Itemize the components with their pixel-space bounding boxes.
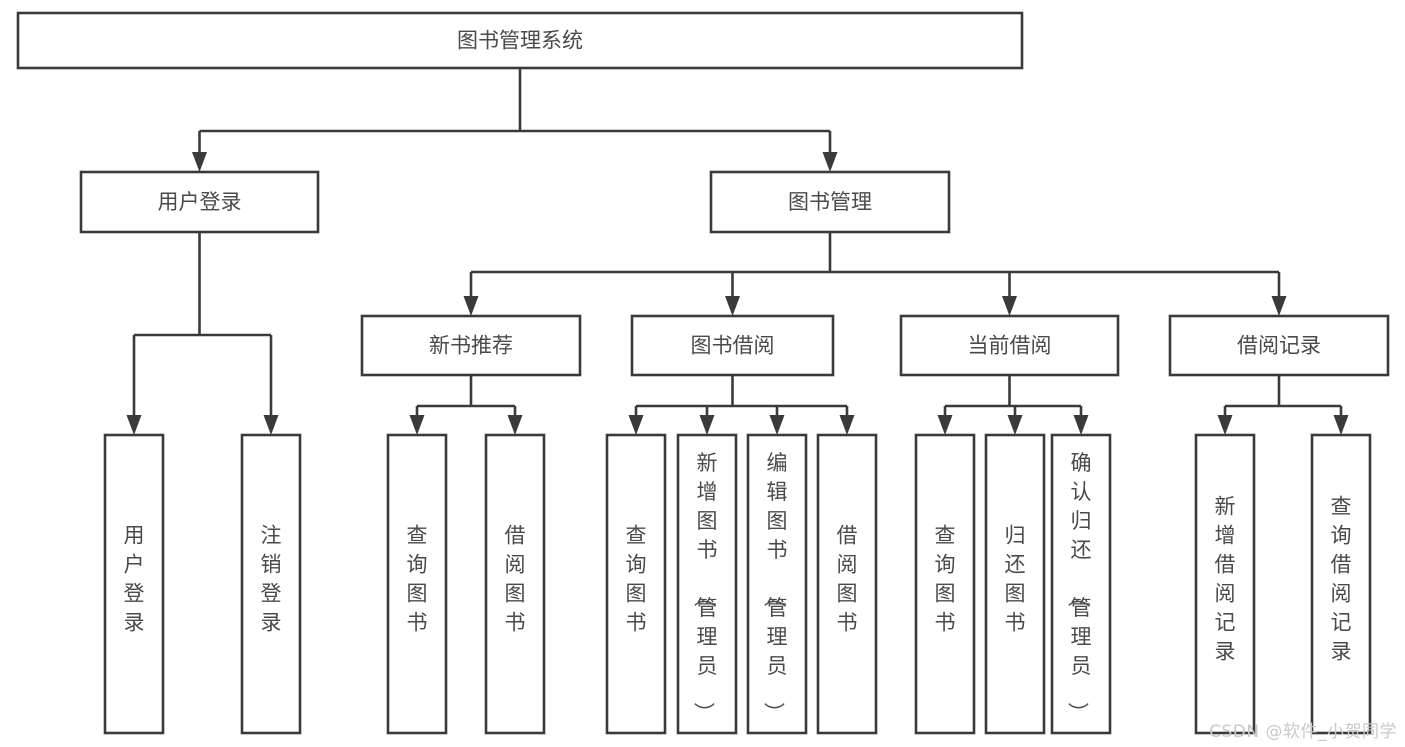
node-book-borrow[interactable]: 图书借阅 bbox=[630, 314, 835, 377]
node-user-login[interactable]: 用户登录 bbox=[79, 170, 320, 234]
node-label-root: 图书管理系统 bbox=[457, 29, 583, 53]
node-book-manage[interactable]: 图书管理 bbox=[709, 170, 951, 234]
node-cb-query-book[interactable]: 查询图书 bbox=[914, 433, 976, 735]
node-box-user-login-do bbox=[103, 433, 165, 735]
node-bb-borrow-book[interactable]: 借阅图书 bbox=[816, 433, 878, 735]
node-br-query-record[interactable]: 查询借阅记录 bbox=[1310, 433, 1372, 735]
node-br-add-record[interactable]: 新增借阅记录 bbox=[1194, 433, 1256, 735]
node-label-bb-edit-book: 编辑图书（管理员） bbox=[762, 451, 788, 723]
borrow-record-arrow-icon bbox=[1333, 415, 1349, 435]
node-box-book-borrow bbox=[630, 314, 835, 377]
node-box-book-manage bbox=[709, 170, 951, 234]
node-nb-borrow-book[interactable]: 借阅图书 bbox=[484, 433, 546, 735]
node-label-new-book-recommend: 新书推荐 bbox=[429, 334, 513, 358]
book-manage-arrow-icon bbox=[1002, 296, 1017, 316]
book-manage-arrow-icon bbox=[1271, 296, 1287, 316]
node-new-book-recommend[interactable]: 新书推荐 bbox=[360, 314, 582, 377]
node-label-user-logout: 注销登录 bbox=[261, 524, 282, 635]
watermark-label: CSDN @软件_小贺同学 bbox=[1209, 722, 1397, 742]
node-box-user-login bbox=[79, 170, 320, 234]
node-label-bb-add-book: 新增图书（管理员） bbox=[692, 451, 718, 723]
node-label-bb-borrow-book: 借阅图书 bbox=[837, 524, 858, 635]
node-label-br-add-record: 新增借阅记录 bbox=[1215, 495, 1236, 664]
node-box-bb-borrow-book bbox=[816, 433, 878, 735]
root-arrow-icon bbox=[822, 152, 838, 172]
user-login-arrow-icon bbox=[126, 415, 142, 435]
node-box-cb-query-book bbox=[914, 433, 976, 735]
node-layer: 图书管理系统用户登录用户登录注销登录图书管理新书推荐查询图书借阅图书图书借阅查询… bbox=[16, 11, 1390, 735]
node-bb-add-book[interactable]: 新增图书（管理员） bbox=[676, 433, 738, 735]
node-current-borrow[interactable]: 当前借阅 bbox=[899, 314, 1120, 377]
node-box-br-add-record bbox=[1194, 433, 1256, 735]
node-box-borrow-record bbox=[1168, 314, 1390, 377]
node-label-br-query-record: 查询借阅记录 bbox=[1331, 495, 1352, 664]
node-label-cb-confirm-return: 确认归还（管理员） bbox=[1066, 451, 1092, 723]
node-box-root bbox=[16, 11, 1024, 70]
book-borrow-arrow-icon bbox=[628, 415, 644, 435]
node-box-nb-borrow-book bbox=[484, 433, 546, 735]
current-borrow-arrow-icon bbox=[1007, 415, 1023, 435]
root-arrow-icon bbox=[192, 152, 207, 172]
new-book-recommend-arrow-icon bbox=[409, 415, 425, 435]
node-label-user-login-do: 用户登录 bbox=[124, 524, 145, 635]
node-box-br-query-record bbox=[1310, 433, 1372, 735]
node-box-nb-query-book bbox=[386, 433, 448, 735]
book-manage-arrow-icon bbox=[725, 296, 740, 316]
node-user-login-do[interactable]: 用户登录 bbox=[103, 433, 165, 735]
book-borrow-arrow-icon bbox=[699, 415, 715, 435]
current-borrow-arrow-icon bbox=[1073, 415, 1089, 435]
node-nb-query-book[interactable]: 查询图书 bbox=[386, 433, 448, 735]
borrow-record-arrow-icon bbox=[1217, 415, 1233, 435]
current-borrow-arrow-icon bbox=[937, 415, 953, 435]
node-label-cb-return-book: 归还图书 bbox=[1005, 524, 1026, 635]
node-box-cb-confirm-return bbox=[1050, 433, 1112, 735]
node-user-logout[interactable]: 注销登录 bbox=[240, 433, 302, 735]
node-box-current-borrow bbox=[899, 314, 1120, 377]
node-label-nb-borrow-book: 借阅图书 bbox=[505, 524, 526, 635]
book-manage-arrow-icon bbox=[463, 296, 479, 316]
node-label-user-login: 用户登录 bbox=[158, 190, 242, 214]
connector-layer bbox=[126, 68, 1349, 435]
node-box-new-book-recommend bbox=[360, 314, 582, 377]
node-bb-query-book[interactable]: 查询图书 bbox=[605, 433, 667, 735]
node-label-book-borrow: 图书借阅 bbox=[691, 334, 775, 358]
node-label-cb-query-book: 查询图书 bbox=[935, 524, 956, 635]
node-label-bb-query-book: 查询图书 bbox=[626, 524, 647, 635]
node-bb-edit-book[interactable]: 编辑图书（管理员） bbox=[746, 433, 808, 735]
node-box-user-logout bbox=[240, 433, 302, 735]
node-borrow-record[interactable]: 借阅记录 bbox=[1168, 314, 1390, 377]
node-cb-confirm-return[interactable]: 确认归还（管理员） bbox=[1050, 433, 1112, 735]
book-borrow-arrow-icon bbox=[769, 415, 785, 435]
new-book-recommend-arrow-icon bbox=[507, 415, 523, 435]
node-root[interactable]: 图书管理系统 bbox=[16, 11, 1024, 70]
node-box-cb-return-book bbox=[984, 433, 1046, 735]
node-cb-return-book[interactable]: 归还图书 bbox=[984, 433, 1046, 735]
user-login-arrow-icon bbox=[263, 415, 279, 435]
book-borrow-arrow-icon bbox=[839, 415, 855, 435]
node-label-borrow-record: 借阅记录 bbox=[1237, 334, 1321, 358]
node-label-current-borrow: 当前借阅 bbox=[968, 334, 1052, 358]
node-box-bb-edit-book bbox=[746, 433, 808, 735]
node-box-bb-query-book bbox=[605, 433, 667, 735]
node-box-bb-add-book bbox=[676, 433, 738, 735]
node-label-nb-query-book: 查询图书 bbox=[407, 524, 428, 635]
node-label-book-manage: 图书管理 bbox=[788, 190, 872, 214]
